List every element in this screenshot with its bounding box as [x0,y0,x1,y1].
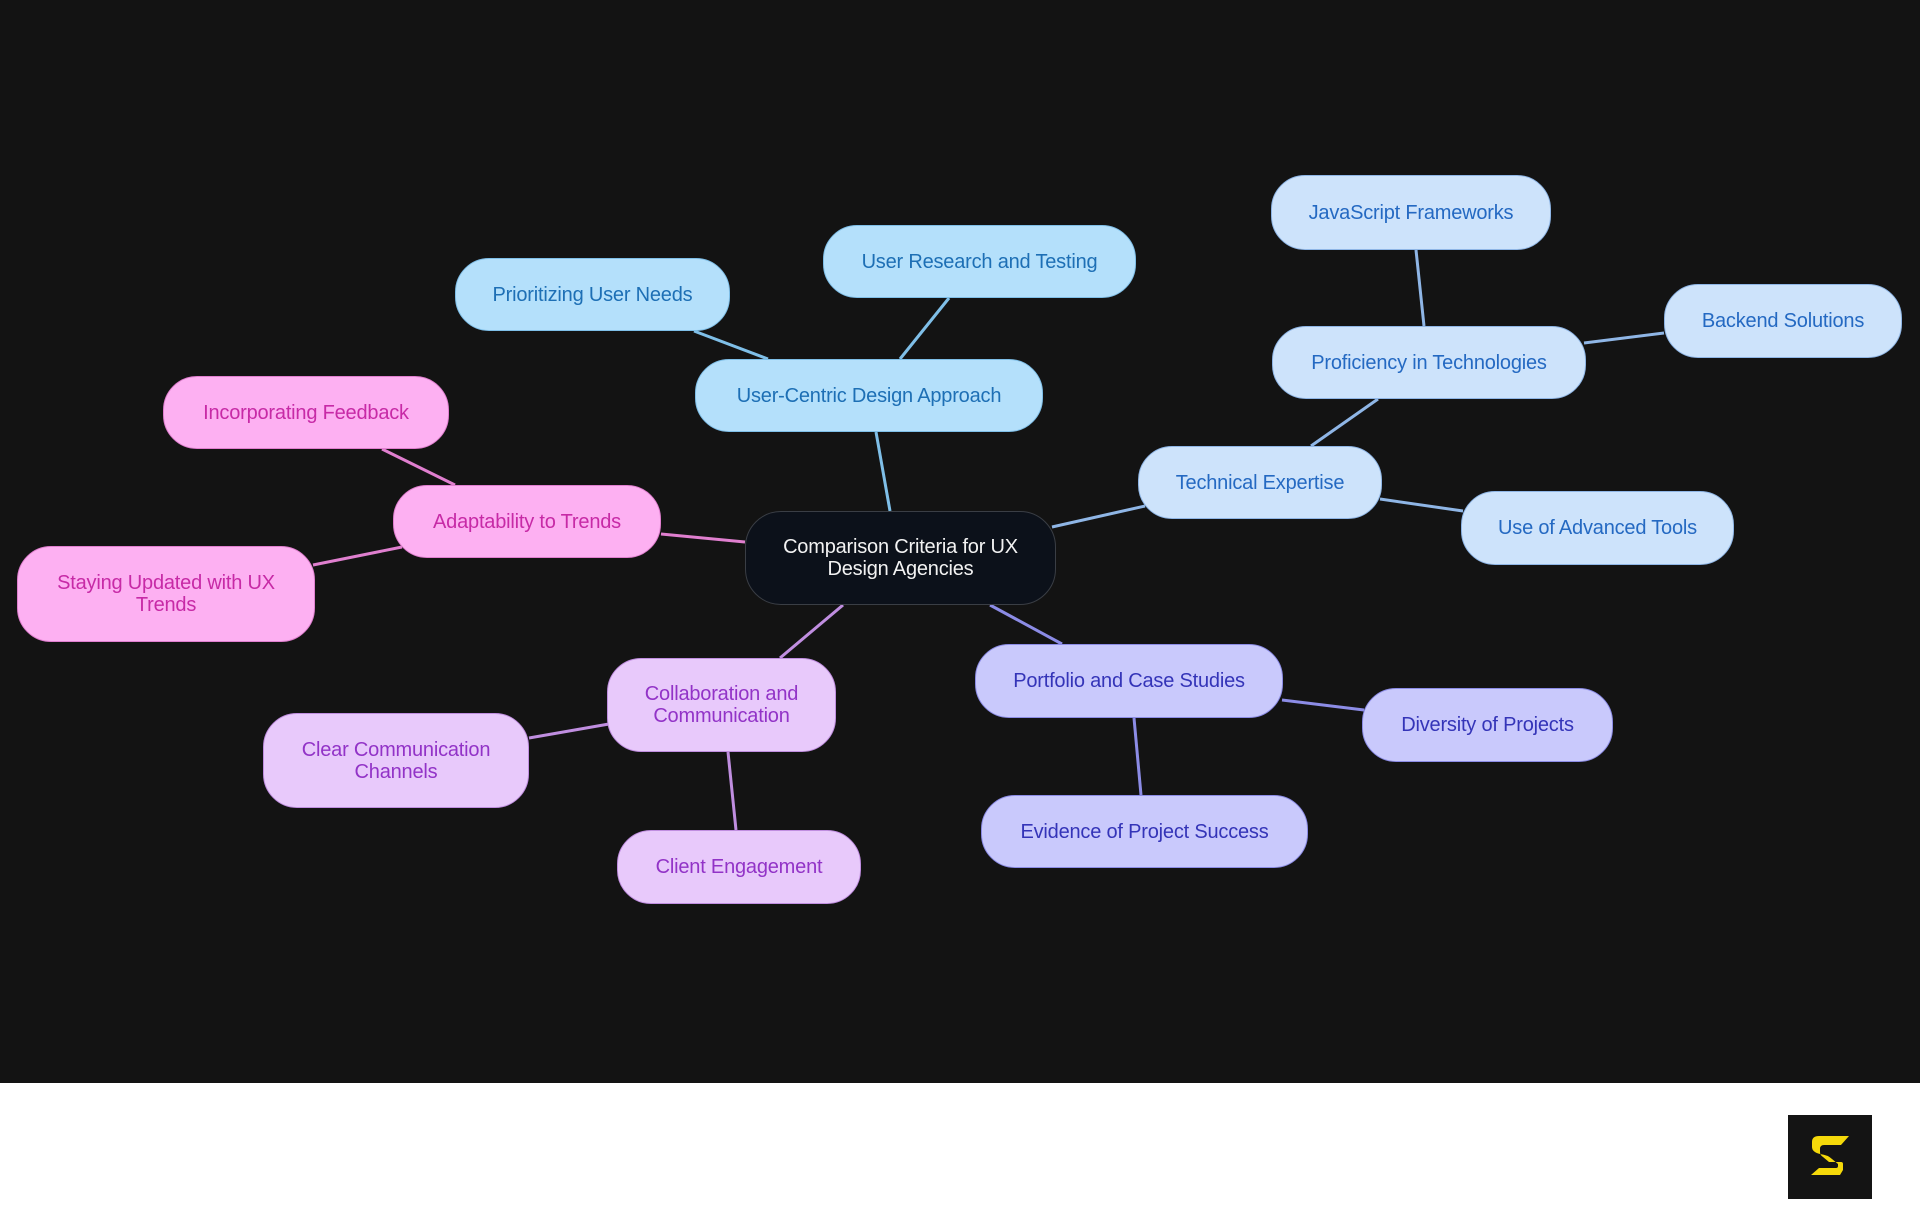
node-label: Comparison Criteria for UX Design Agenci… [783,536,1018,580]
mindmap-node-ce[interactable]: Client Engagement [617,830,861,904]
edge-line [693,329,769,361]
edge-line [1414,249,1426,327]
edge-line [898,297,951,360]
edge-line [989,603,1063,646]
mindmap-node-root[interactable]: Comparison Criteria for UX Design Agenci… [745,511,1056,605]
mindmap-canvas: Comparison Criteria for UX Design Agenci… [0,0,1920,1083]
mindmap-node-ccc[interactable]: Clear Communication Channels [263,713,529,808]
mindmap-node-eps[interactable]: Evidence of Project Success [981,795,1308,868]
node-label: Proficiency in Technologies [1311,351,1547,374]
node-label: Adaptability to Trends [433,510,621,533]
edge-line [381,447,456,487]
mindmap-node-te[interactable]: Technical Expertise [1138,446,1382,519]
node-label: Staying Updated with UX Trends [57,572,275,616]
node-label: Incorporating Feedback [203,401,409,424]
mindmap-node-bs[interactable]: Backend Solutions [1664,284,1902,358]
node-label: Use of Advanced Tools [1498,517,1697,539]
edge-line [726,751,738,831]
edge-line [1310,397,1379,448]
edge-line [1132,717,1143,796]
mindmap-node-if[interactable]: Incorporating Feedback [163,376,449,449]
mindmap-node-dop[interactable]: Diversity of Projects [1362,688,1613,762]
node-label: Diversity of Projects [1401,714,1574,736]
mindmap-node-pcs[interactable]: Portfolio and Case Studies [975,644,1283,718]
edge-line [660,532,746,544]
mindmap-node-jsf[interactable]: JavaScript Frameworks [1271,175,1551,250]
edge-line [1583,331,1665,345]
mindmap-node-suux[interactable]: Staying Updated with UX Trends [17,546,315,642]
mindmap-node-cac[interactable]: Collaboration and Communication [607,658,836,752]
node-label: Backend Solutions [1701,310,1865,332]
node-label: Evidence of Project Success [1020,820,1269,843]
node-label: Technical Expertise [1175,471,1345,494]
node-label: Prioritizing User Needs [492,283,693,306]
node-label: User Research and Testing [861,250,1098,273]
edge-line [1281,698,1365,712]
node-label: User-Centric Design Approach [736,384,1002,407]
edge-line [1379,497,1464,513]
edge-line [312,545,403,567]
mindmap-node-pit[interactable]: Proficiency in Technologies [1272,326,1586,399]
node-label: Clear Communication Channels [301,738,491,783]
edge-line [528,722,610,740]
node-label: Collaboration and Communication [644,683,799,727]
mindmap-node-ucd[interactable]: User-Centric Design Approach [695,359,1043,432]
node-label: JavaScript Frameworks [1308,201,1514,224]
edge-line [874,431,892,512]
mindmap-node-urt[interactable]: User Research and Testing [823,225,1136,298]
mindmap-node-uat[interactable]: Use of Advanced Tools [1461,491,1734,565]
mindmap-node-att[interactable]: Adaptability to Trends [393,485,661,558]
mindmap-node-pun[interactable]: Prioritizing User Needs [455,258,730,331]
s-logo-icon [1811,1136,1849,1175]
edge-line [1051,504,1146,529]
node-label: Client Engagement [655,856,823,878]
brand-logo [1788,1115,1872,1199]
edge-line [779,603,844,660]
edges-layer [312,249,1665,831]
node-label: Portfolio and Case Studies [1013,670,1245,692]
